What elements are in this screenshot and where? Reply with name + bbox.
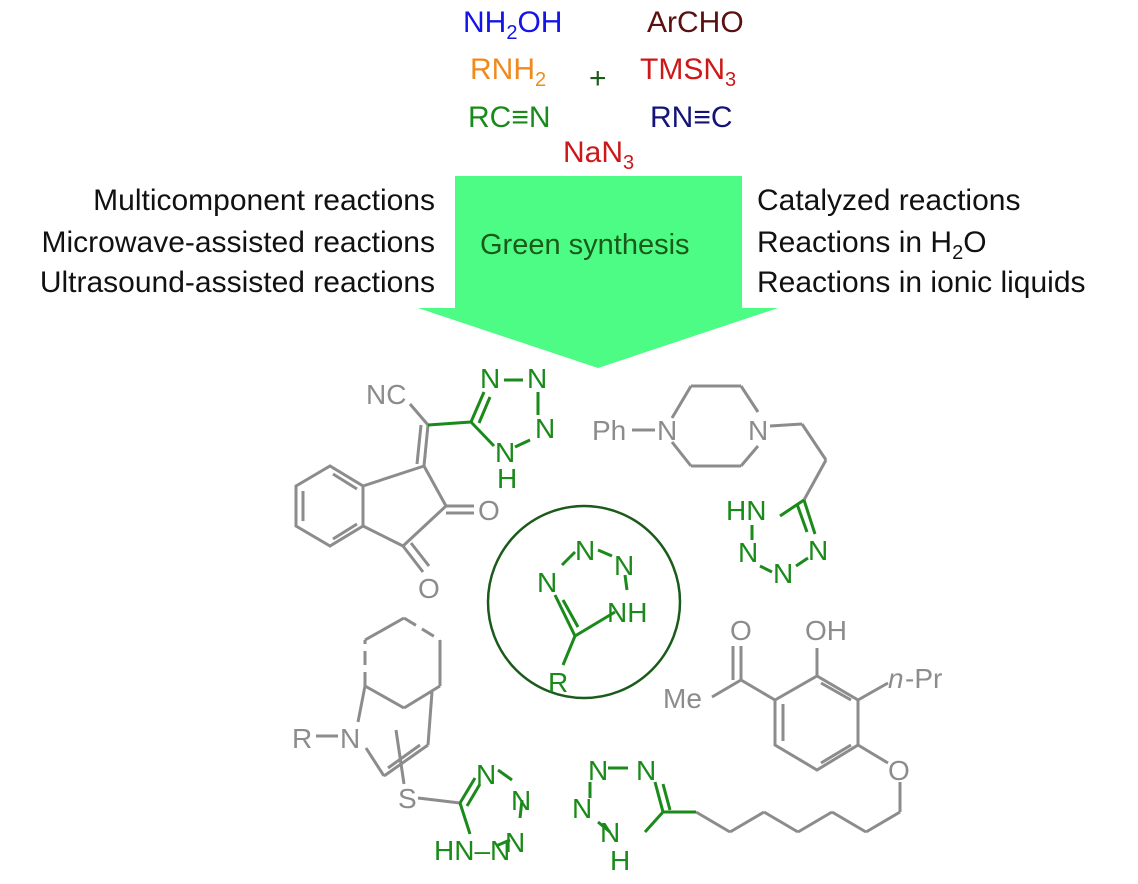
atom-n: N bbox=[657, 415, 677, 446]
reagent-aldehyde: ArCHO bbox=[647, 6, 744, 39]
reagent-isocyanide: RN≡C bbox=[650, 101, 733, 134]
right-method-3: Reactions in ionic liquids bbox=[757, 266, 1086, 299]
atom-r: R bbox=[548, 667, 568, 698]
indole-structure: R N S N N N HN–N bbox=[292, 616, 531, 866]
atom-n: N bbox=[808, 535, 828, 566]
atom-n: N bbox=[748, 415, 768, 446]
acetophenone-structure: O Me OH n -Pr O N N N N H bbox=[572, 615, 942, 876]
atom-o: O bbox=[418, 573, 440, 604]
atom-n: N bbox=[505, 827, 525, 858]
atom-oh: OH bbox=[805, 615, 847, 646]
atom-n: N bbox=[495, 437, 515, 468]
atom-ph: Ph bbox=[592, 415, 626, 446]
atom-s: S bbox=[398, 783, 417, 814]
atom-hn-n: HN–N bbox=[434, 835, 510, 866]
atom-h: H bbox=[610, 845, 630, 876]
atom-n: N bbox=[738, 537, 758, 568]
reagent-sodium-azide: NaN3 bbox=[563, 136, 635, 174]
reagent-amine: RNH2 bbox=[470, 53, 547, 91]
atom-n: N bbox=[480, 363, 500, 394]
atom-n: N bbox=[511, 785, 531, 816]
atom-n: N bbox=[535, 413, 555, 444]
atom-n: N bbox=[588, 755, 608, 786]
reagent-nitrile: RC≡N bbox=[468, 101, 551, 134]
atom-n: N bbox=[773, 558, 793, 589]
atom-r: R bbox=[292, 723, 312, 754]
right-method-1: Catalyzed reactions bbox=[757, 184, 1021, 217]
atom-n: N bbox=[476, 759, 496, 790]
atom-n-italic: n bbox=[888, 663, 904, 694]
atom-n: N bbox=[572, 793, 592, 824]
indanedione-structure: NC O O N N N N H bbox=[294, 363, 555, 604]
left-method-1: Multicomponent reactions bbox=[93, 184, 435, 217]
atom-nc: NC bbox=[366, 379, 406, 410]
central-tetrazole: N N N NH R bbox=[486, 504, 682, 700]
atom-n: N bbox=[340, 723, 360, 754]
atom-n: N bbox=[537, 567, 557, 598]
atom-o: O bbox=[478, 495, 500, 526]
atom-n: N bbox=[575, 535, 595, 566]
reagent-hydroxylamine: NH2OH bbox=[463, 6, 563, 44]
arrow-label: Green synthesis bbox=[480, 229, 690, 261]
plus-sign: + bbox=[589, 62, 607, 95]
left-method-3: Ultrasound-assisted reactions bbox=[39, 266, 435, 299]
piperazine-structure: Ph N N HN N N N bbox=[592, 384, 828, 589]
atom-h: H bbox=[497, 463, 517, 494]
right-method-2: Reactions in H2O bbox=[757, 226, 987, 264]
atom-n: N bbox=[614, 550, 634, 581]
reagent-tmsn3: TMSN3 bbox=[640, 53, 737, 91]
atom-o: O bbox=[888, 755, 910, 786]
atom-o: O bbox=[730, 615, 752, 646]
atom-hn: HN bbox=[726, 495, 766, 526]
left-method-2: Microwave-assisted reactions bbox=[41, 226, 435, 259]
atom-pr: -Pr bbox=[905, 663, 942, 694]
atom-me: Me bbox=[663, 683, 702, 714]
atom-n: N bbox=[636, 755, 656, 786]
atom-nh: NH bbox=[607, 597, 647, 628]
atom-n: N bbox=[600, 817, 620, 848]
atom-n: N bbox=[527, 363, 547, 394]
